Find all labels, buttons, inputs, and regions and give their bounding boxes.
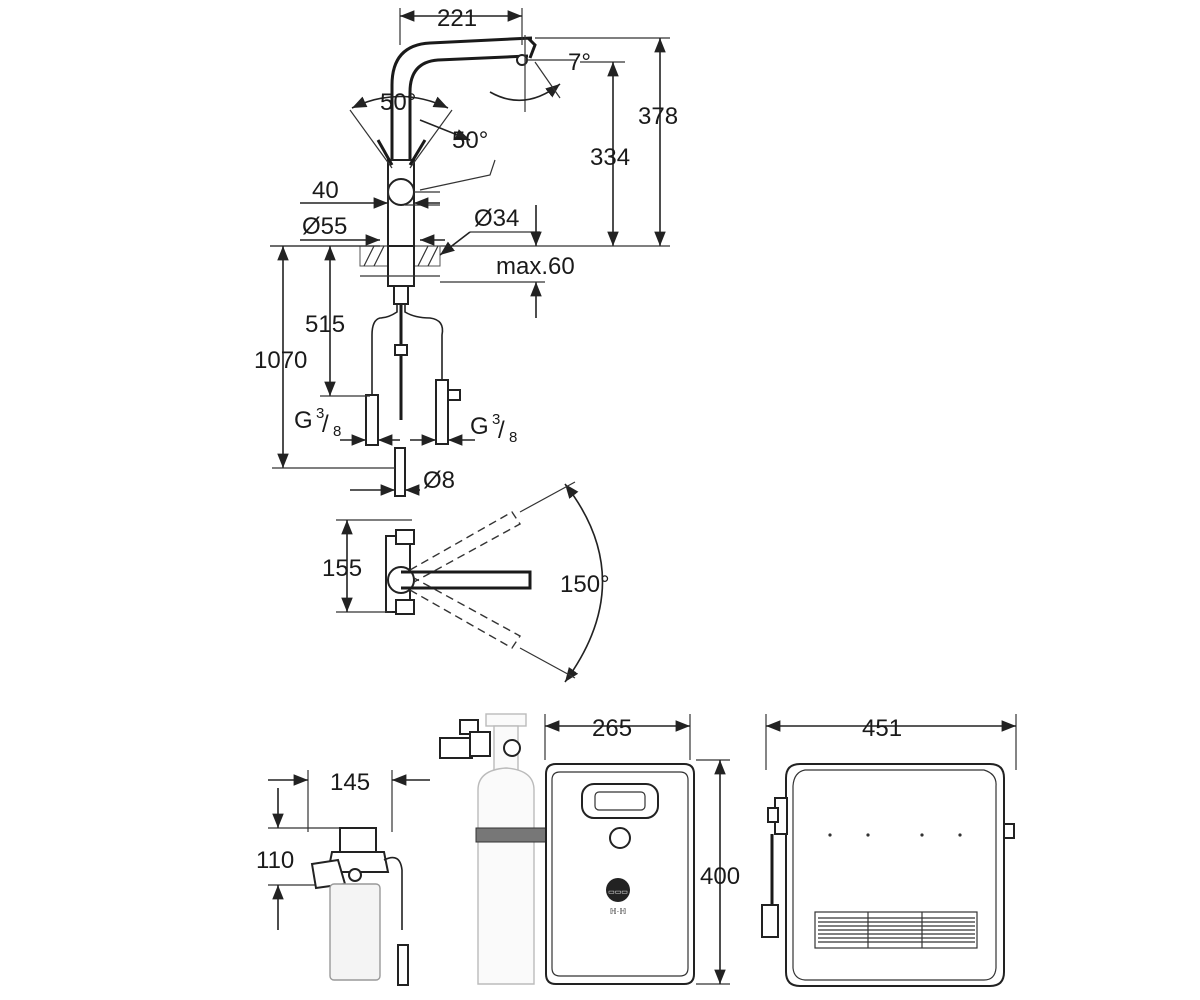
svg-text:8: 8	[333, 423, 341, 440]
depth-515-label: 515	[305, 311, 345, 338]
chiller-side-view: 451	[761, 714, 1017, 987]
svg-text:8: 8	[509, 429, 517, 446]
brand-logo-sub: ℍ·ℍ	[610, 907, 626, 916]
chiller-width-label: 265	[592, 715, 632, 742]
swivel-angle-label: 150°	[560, 571, 610, 598]
faucet-spout-outer	[390, 36, 533, 170]
filter-width-label: 145	[330, 769, 370, 796]
chiller-depth-label: 451	[862, 715, 902, 742]
height-334-label: 334	[590, 144, 630, 171]
chiller-front-view: 265 ▭▭▭ ℍ·ℍ 400	[544, 714, 740, 985]
filter-unit: 145 110	[256, 769, 430, 986]
svg-text:G: G	[294, 407, 313, 434]
faucet-side-view: 7° 50° 50° 221 378 334	[254, 5, 678, 497]
height-378-label: 378	[638, 103, 678, 130]
depth-155-label: 155	[322, 555, 362, 582]
co2-bottle	[439, 713, 549, 985]
tilt-angle-label: 7°	[568, 49, 591, 76]
max-thickness-label: max.60	[496, 253, 575, 280]
svg-text:/: /	[322, 411, 329, 438]
countertop-section	[359, 245, 441, 287]
filter-height-label: 110	[256, 847, 294, 874]
lever-angle-right-label: 50°	[452, 127, 488, 154]
svg-text:3: 3	[316, 405, 324, 422]
faucet-top-view: 150° 155	[322, 481, 610, 683]
base-diameter-label: Ø55	[302, 213, 347, 240]
vent-grille	[814, 911, 978, 949]
thread-left-label: G 3 / 8	[294, 405, 341, 440]
pipe-diameter-label: Ø8	[423, 467, 455, 494]
hole-diameter-label: Ø34	[474, 205, 519, 232]
brand-logo: ▭▭▭	[608, 889, 628, 896]
supply-hoses	[365, 285, 461, 497]
depth-1070-label: 1070	[254, 347, 307, 374]
faucet-spout-inner	[408, 54, 529, 170]
thread-right-label: G 3 / 8	[470, 411, 517, 446]
lever-angle-left-label: 50°	[380, 89, 416, 116]
svg-text:G: G	[470, 413, 489, 440]
svg-text:/: /	[498, 417, 505, 444]
svg-text:3: 3	[492, 411, 500, 428]
width-221-label: 221	[437, 5, 477, 32]
chiller-height-label: 400	[700, 863, 740, 890]
lever-offset-label: 40	[312, 177, 339, 204]
